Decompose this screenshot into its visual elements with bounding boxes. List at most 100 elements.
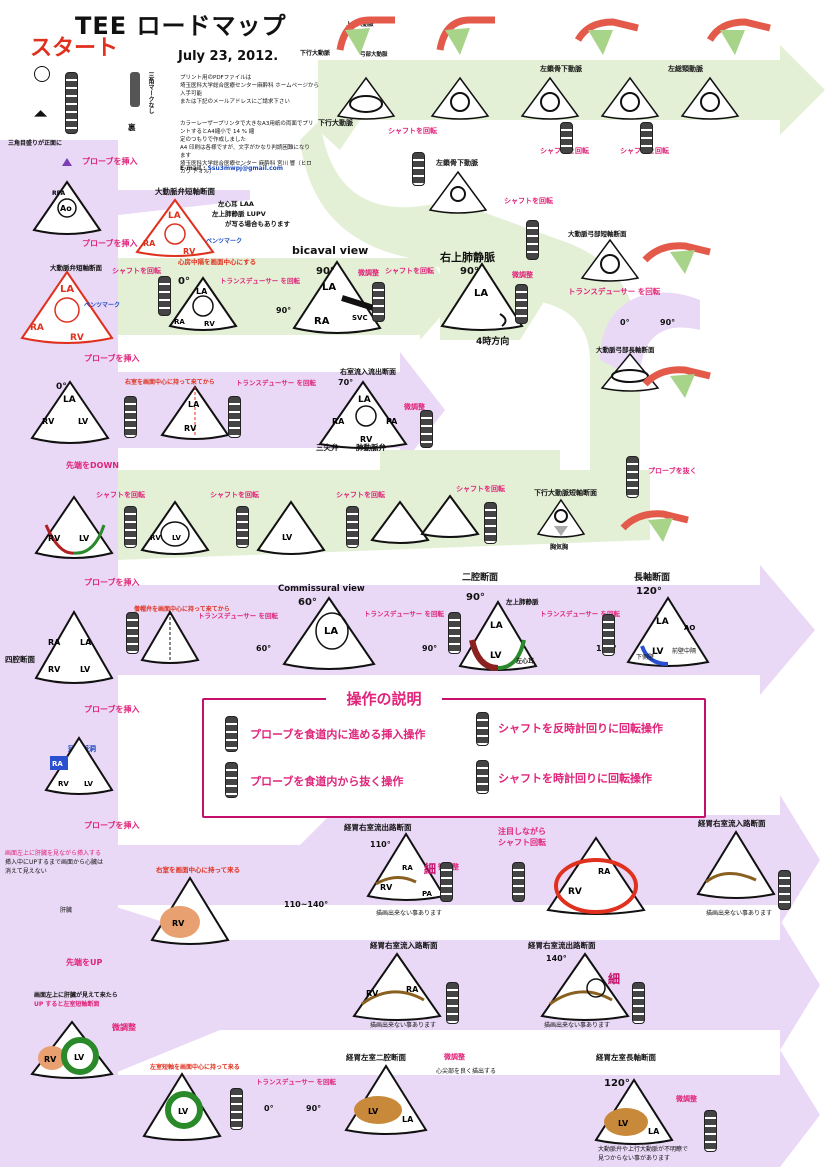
mid-shaft-2: シャフトを回転 [210, 491, 259, 499]
lsa-sub-label: 左鎖骨下動脈 [436, 159, 478, 167]
svg-text:RV: RV [380, 883, 393, 892]
insert-label-6: プローブを挿入 [84, 821, 140, 830]
svg-text:PA: PA [422, 890, 432, 898]
probe-image [484, 502, 497, 544]
probe-image [778, 870, 791, 910]
insert-label-1: プローブを挿入 [82, 157, 138, 166]
svg-text:RA: RA [332, 417, 345, 426]
svg-text:LA: LA [196, 287, 208, 296]
tg-deg-0: 0° [264, 1104, 274, 1113]
arch-deg-0: 0° [620, 318, 630, 327]
desc-aorta-view [336, 76, 396, 120]
probe-back-image [130, 72, 140, 107]
svg-text:RV: RV [42, 417, 55, 426]
probe-image [230, 1088, 243, 1130]
commissural-deg: 60° [298, 597, 317, 608]
fine-print: カラーレーザープリンタで大きなA3用紙の両面でプリントするとA4縮小で 14 %… [180, 121, 314, 175]
insert-label-5: プローブを挿入 [84, 705, 140, 714]
row5-deg-90: 90° [422, 644, 438, 653]
tg-lv-long-title: 経胃左室長軸断面 [596, 1053, 656, 1062]
bicaval-shaft: シャフトを回転 [385, 267, 434, 275]
svg-text:Ao: Ao [60, 204, 72, 213]
svg-text:RA: RA [174, 318, 185, 326]
row5-transducer-1: トランスデューサー を回転 [198, 612, 279, 620]
tg-transducer: トランスデューサー を回転 [256, 1078, 337, 1086]
arch-short-label: 大動脈弓部短軸断面 [568, 230, 627, 238]
svg-text:LA: LA [324, 626, 338, 637]
tg-no-view-3: 描画出来ない事あります [370, 1022, 437, 1029]
desc-short-view [536, 498, 586, 538]
rv-centering-view: LA RV [160, 385, 230, 440]
tg-rv-inflow-view [696, 830, 776, 899]
desc-aorta-top: 下行大動脈 [300, 50, 331, 57]
shaft-rotate-1: シャフトを回転 [388, 127, 437, 135]
rupv-title: 右上肺静脈 [440, 251, 495, 264]
rupv-fine: 微調整 [512, 271, 533, 279]
probe-image [228, 396, 241, 438]
ao-short-view: Ao RPA [32, 180, 102, 235]
svg-text:LV: LV [368, 1107, 379, 1116]
mid-view-3 [370, 500, 430, 544]
tg-fine-adjust-3: 微調整 [676, 1095, 697, 1103]
svg-text:LA: LA [358, 395, 371, 405]
probe-image [236, 506, 249, 548]
av-deg-0: 0° [178, 276, 190, 287]
tg-rv-outflow-title: 経胃右室流出路断面 [344, 823, 412, 832]
tg-lv-center: 左室短軸を画面中心に持って来る [150, 1064, 240, 1071]
arch-deg-90: 90° [660, 318, 676, 327]
probe-image [346, 506, 359, 548]
probe-image [124, 506, 137, 548]
bicaval-fine: 微調整 [358, 269, 379, 277]
svg-text:RA: RA [402, 864, 413, 872]
svg-text:RA: RA [52, 760, 63, 768]
row5-transducer-2: トランスデューサー を回転 [364, 610, 445, 618]
fine-adjust-label: 微調整 [112, 1023, 136, 1032]
svg-text:LV: LV [178, 1107, 189, 1116]
av-deg-90: 90° [276, 306, 292, 315]
transducer-rotate-av: トランスデューサー を回転 [220, 277, 301, 285]
print-note: プリント用のPDFファイルは 埼玉医科大学総合医療センター麻酔科 ホームページか… [180, 75, 319, 105]
svg-text:RA: RA [48, 638, 61, 647]
email-line[interactable]: E-mail : Ssu3mwpj@gmail.com [180, 165, 283, 172]
svg-text:RA: RA [314, 316, 330, 327]
svg-text:LA: LA [322, 282, 336, 293]
triangle-note: 三角目盛りが正面に [8, 140, 63, 147]
lv-short-note: 画面左上に肝臓が見えて来たら UP すると左室短軸断面 [34, 992, 118, 1008]
rv-deg-70: 70° [338, 378, 354, 387]
svg-text:RV: RV [48, 665, 61, 674]
long-axis-view: LA AO LV [626, 596, 710, 667]
arch-top: 弓部大動脈 [360, 52, 388, 58]
svg-text:RV: RV [172, 919, 185, 928]
center-note: 心房中隔を画面中心にする [178, 258, 257, 266]
tg-fine-adjust-2: 微調整 [444, 1053, 465, 1061]
lcca-view [680, 76, 740, 120]
svg-text:RV: RV [204, 320, 215, 328]
probe-image [446, 982, 459, 1024]
probe-image [512, 862, 525, 902]
laa-row5: 左心耳 [516, 658, 535, 665]
commissural-title: Commissural view [278, 584, 365, 594]
two-chamber-deg: 90° [466, 592, 485, 603]
svg-text:PA: PA [386, 417, 398, 426]
svg-text:RV: RV [184, 424, 197, 433]
mid-view-4 [420, 494, 480, 538]
probe-image [124, 396, 137, 438]
insert-label-3: プローブを挿入 [84, 354, 140, 363]
aorta-illustration [436, 16, 495, 55]
rv-inflow-outflow-view: LA RA RV PA [318, 380, 408, 449]
rv-inflow-title: 右室流入流出断面 [340, 368, 396, 376]
tg-lv-long-view: LV LA [594, 1078, 674, 1145]
insert-note: 画面左上に肝臓を見ながら挿入する 挿入中にUPするまで画面から心臓は 消えて見え… [5, 850, 104, 875]
mv-center-view [140, 610, 200, 664]
back-side-label: 裏 [128, 123, 136, 132]
withdraw-probe-icon [225, 762, 238, 798]
svg-text:LA: LA [656, 617, 669, 627]
tg-no-view-1: 描画出来ない事あります [376, 910, 443, 917]
shaft-rotate-av: シャフトを回転 [112, 267, 161, 275]
rupv-deg: 90° [460, 266, 479, 277]
four-chamber-0-view: LA RV LV [30, 380, 110, 444]
ant-septum-label: 前壁中隔 [672, 648, 697, 655]
svg-text:RPA: RPA [52, 190, 65, 197]
tg-deg-110: 110° [370, 840, 391, 849]
may-see-label: が写る場合もあります [225, 220, 290, 228]
